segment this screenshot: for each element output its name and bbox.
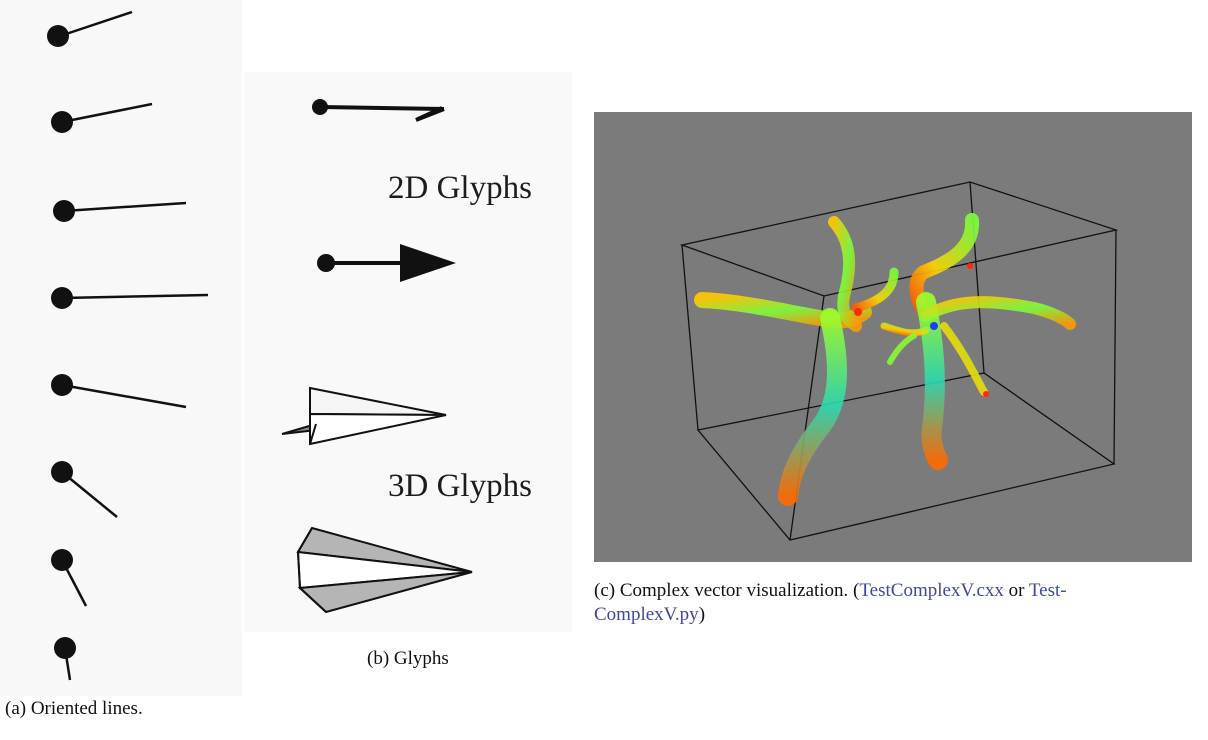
testcomplexv-cxx-link[interactable]: TestComplexV.cxx xyxy=(859,580,1004,601)
oriented-lines-figure xyxy=(47,10,209,681)
caption-complex-vector: (c) Complex vector visualization. (TestC… xyxy=(594,579,1204,627)
oriented-line-8 xyxy=(54,637,76,681)
paper-plane-glyph-icon xyxy=(281,386,447,446)
testcomplexv-py-link-part2[interactable]: ComplexV.py xyxy=(594,604,699,625)
oriented-line-2 xyxy=(51,102,153,133)
hook-glyph-icon xyxy=(312,99,445,122)
complex-vector-render xyxy=(594,112,1192,562)
caption-glyphs: (b) Glyphs xyxy=(367,648,449,669)
3d-glyphs-label: 3D Glyphs xyxy=(388,468,532,504)
glyphs-figure xyxy=(281,99,473,614)
oriented-lines-panel xyxy=(0,0,242,696)
oriented-line-1 xyxy=(47,10,133,47)
caption-c-suffix: ) xyxy=(698,604,706,625)
bounding-box xyxy=(679,181,1119,541)
oriented-line-5 xyxy=(51,374,187,409)
2d-glyphs-label: 2D Glyphs xyxy=(388,170,532,206)
glyphs-panel xyxy=(244,72,572,632)
oriented-line-3 xyxy=(53,200,187,222)
arrow-glyph-icon xyxy=(317,244,456,282)
oriented-line-4 xyxy=(51,287,209,309)
vector-streams xyxy=(694,213,1076,506)
caption-oriented-lines: (a) Oriented lines. xyxy=(5,698,143,719)
oriented-line-7 xyxy=(51,549,88,607)
testcomplexv-py-link-part1[interactable]: Test- xyxy=(1028,580,1067,601)
oriented-line-6 xyxy=(51,461,118,518)
vector-visualization-figure xyxy=(679,181,1119,541)
cone-glyph-icon xyxy=(296,526,473,614)
caption-c-prefix: (c) Complex vector visualization. ( xyxy=(594,580,860,601)
caption-c-or: or xyxy=(1003,580,1029,601)
